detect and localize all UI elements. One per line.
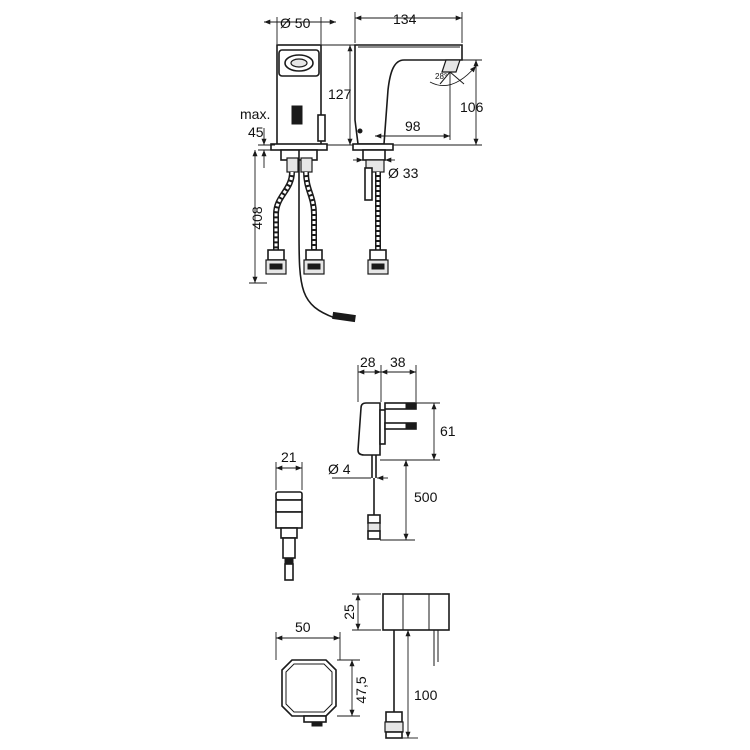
battery-width-label: 50: [295, 619, 311, 635]
faucet-side-length-label: 134: [393, 11, 417, 27]
power-adapter-front-dimensions: 21: [275, 449, 303, 490]
faucet-side-view: 28°: [352, 44, 477, 275]
battery-box-front-dimensions: 50 47,5: [275, 619, 369, 717]
battery-box-front-view: [281, 659, 337, 727]
battery-height-label: 25: [341, 604, 357, 620]
adapter-cable-diameter-label: Ø 4: [328, 461, 351, 477]
faucet-height-label: 127: [328, 86, 352, 102]
power-adapter-side-view: [357, 402, 417, 540]
spout-angle-label: 28°: [435, 72, 447, 81]
faucet-front-view: [265, 44, 356, 323]
faucet-max-label-line2: 45: [248, 124, 264, 140]
faucet-side-dimensions: 134 106 98 Ø 33: [353, 11, 484, 181]
battery-box-side-view: [382, 593, 450, 739]
spout-height-label: 106: [460, 99, 484, 115]
adapter-front-width-label: 21: [281, 449, 297, 465]
faucet-max-label-line1: max.: [240, 106, 270, 122]
battery-depth-label: 47,5: [353, 676, 369, 703]
adapter-depth-label: 28: [360, 354, 376, 370]
faucet-front-dimensions: Ø 50 127 max. 45 408: [240, 15, 356, 284]
faucet-hose-length-label: 408: [249, 206, 265, 230]
thread-diameter-label: Ø 33: [388, 165, 419, 181]
faucet-front-width-label: Ø 50: [280, 15, 311, 31]
power-adapter-dimensions: 28 38 61 Ø 4 500: [328, 354, 456, 541]
battery-box-side-dimensions: 25 100: [341, 593, 438, 739]
adapter-plug-length-label: 38: [390, 354, 406, 370]
spout-reach-label: 98: [405, 118, 421, 134]
battery-cable-length-label: 100: [414, 687, 438, 703]
adapter-cable-length-label: 500: [414, 489, 438, 505]
adapter-height-label: 61: [440, 423, 456, 439]
power-adapter-front-view: [275, 491, 303, 581]
